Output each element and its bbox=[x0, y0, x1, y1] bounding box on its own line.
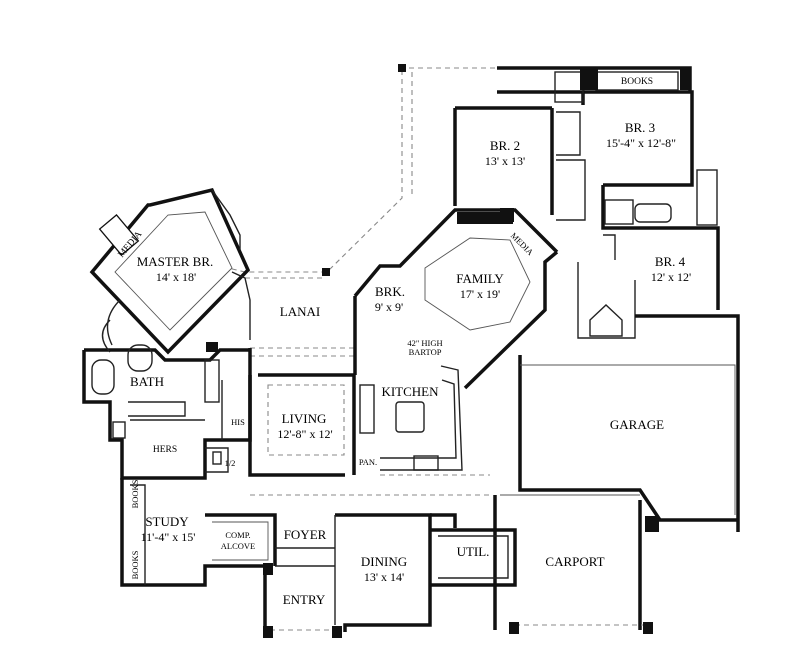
br4-name-label: BR. 4 bbox=[655, 254, 686, 269]
study-books-top-label: BOOKS bbox=[130, 479, 140, 508]
utility-label: UTIL. bbox=[457, 544, 490, 559]
breakfast-name-label: BRK. bbox=[375, 284, 405, 299]
br3-name-label: BR. 3 bbox=[625, 120, 655, 135]
study-name-label: STUDY bbox=[145, 514, 189, 529]
hers-closet-label: HERS bbox=[153, 445, 177, 455]
br3-size-label: 15'-4" x 12'-8" bbox=[606, 136, 676, 150]
family-size-label: 17' x 19' bbox=[460, 287, 500, 301]
br4-size-label: 12' x 12' bbox=[651, 270, 691, 284]
pantry-label: PAN. bbox=[359, 457, 377, 467]
comp-alcove-label-line2: ALCOVE bbox=[221, 541, 255, 551]
front-rooms-walls bbox=[120, 474, 517, 632]
br3-books-label: BOOKS bbox=[621, 77, 653, 87]
master-name-label: MASTER BR. bbox=[137, 254, 214, 269]
kitchen-label: KITCHEN bbox=[381, 384, 439, 399]
bartop-label-line1: 42" HIGH bbox=[407, 338, 442, 348]
bartop-label-line2: BARTOP bbox=[409, 347, 442, 357]
bedroom-wing-walls bbox=[453, 66, 720, 339]
living-name-label: LIVING bbox=[282, 411, 327, 426]
half-bath-label: 1/2 bbox=[225, 458, 236, 468]
dining-name-label: DINING bbox=[361, 554, 407, 569]
br2-name-label: BR. 2 bbox=[490, 138, 520, 153]
foyer-label: FOYER bbox=[284, 527, 327, 542]
breakfast-size-label: 9' x 9' bbox=[375, 300, 403, 314]
garage-carport-walls bbox=[493, 314, 740, 630]
family-media-label: MEDIA bbox=[509, 230, 536, 257]
master-size-label: 14' x 18' bbox=[156, 270, 196, 284]
br2-size-label: 13' x 13' bbox=[485, 154, 525, 168]
dining-size-label: 13' x 14' bbox=[364, 570, 404, 584]
kitchen-family-walls bbox=[353, 208, 559, 471]
master-bedroom-walls bbox=[89, 187, 251, 355]
entry-label: ENTRY bbox=[283, 592, 326, 607]
lanai-outline bbox=[227, 67, 497, 357]
his-closet-label: HIS bbox=[231, 417, 245, 427]
lanai-label: LANAI bbox=[280, 304, 320, 319]
family-name-label: FAMILY bbox=[456, 271, 504, 286]
bath-label: BATH bbox=[130, 374, 164, 389]
carport-label: CARPORT bbox=[545, 554, 604, 569]
study-size-label: 11'-4" x 15' bbox=[141, 530, 196, 544]
bath-walls bbox=[82, 299, 252, 480]
garage-label: GARAGE bbox=[610, 417, 664, 432]
structural-columns bbox=[206, 64, 690, 638]
comp-alcove-label-line1: COMP. bbox=[225, 530, 250, 540]
living-size-label: 12'-8" x 12' bbox=[277, 427, 332, 441]
study-books-bottom-label: BOOKS bbox=[130, 550, 140, 579]
